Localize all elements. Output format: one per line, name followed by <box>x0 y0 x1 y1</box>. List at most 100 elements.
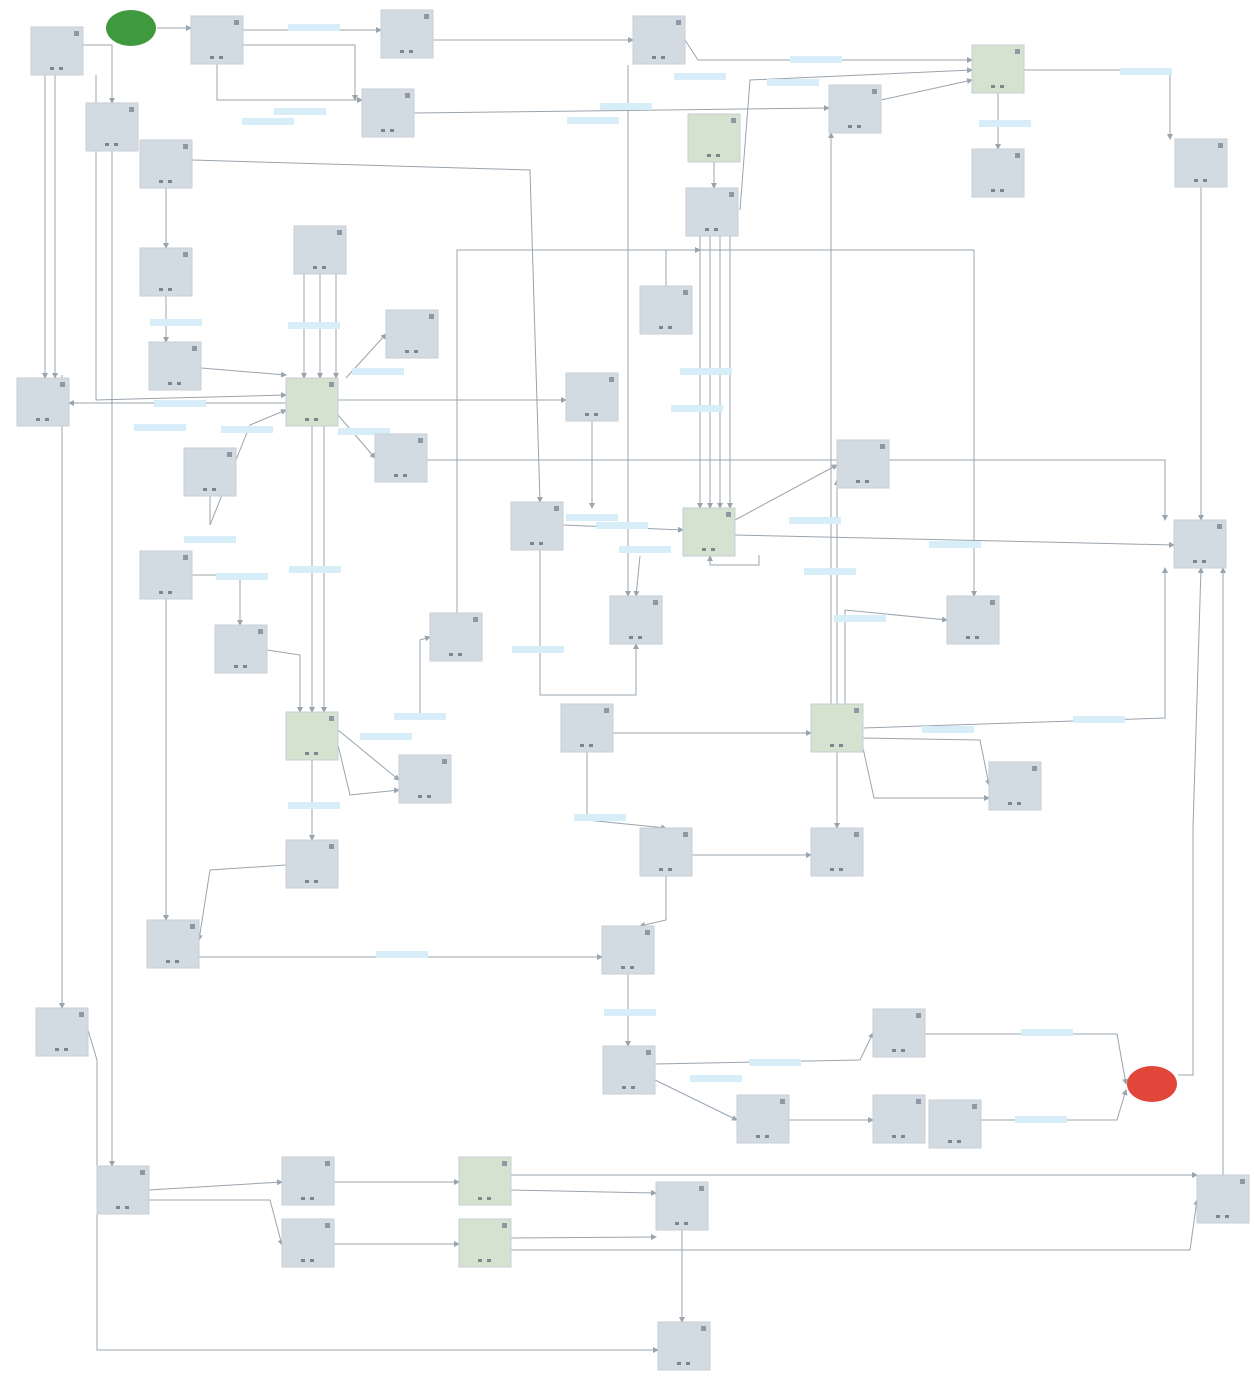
output-port-icon[interactable] <box>630 966 634 969</box>
output-port-icon[interactable] <box>59 67 63 70</box>
output-port-icon[interactable] <box>702 548 706 551</box>
output-port-icon[interactable] <box>159 288 163 291</box>
output-port-icon[interactable] <box>212 488 216 491</box>
task-node[interactable] <box>429 612 483 662</box>
output-port-icon[interactable] <box>675 1222 679 1225</box>
output-port-icon[interactable] <box>243 665 247 668</box>
task-node[interactable] <box>602 1045 656 1095</box>
output-port-icon[interactable] <box>125 1206 129 1209</box>
task-node[interactable] <box>146 919 200 969</box>
output-port-icon[interactable] <box>668 326 672 329</box>
output-port-icon[interactable] <box>668 868 672 871</box>
output-port-icon[interactable] <box>116 1206 120 1209</box>
output-port-icon[interactable] <box>301 1197 305 1200</box>
output-port-icon[interactable] <box>210 56 214 59</box>
output-port-icon[interactable] <box>305 418 309 421</box>
output-port-icon[interactable] <box>677 1362 681 1365</box>
output-port-icon[interactable] <box>652 56 656 59</box>
output-port-icon[interactable] <box>55 1048 59 1051</box>
output-port-icon[interactable] <box>322 266 326 269</box>
output-port-icon[interactable] <box>177 382 181 385</box>
output-port-icon[interactable] <box>409 50 413 53</box>
task-node[interactable] <box>139 247 193 297</box>
output-port-icon[interactable] <box>585 413 589 416</box>
output-port-icon[interactable] <box>756 1135 760 1138</box>
output-port-icon[interactable] <box>686 1362 690 1365</box>
output-port-icon[interactable] <box>589 744 593 747</box>
task-node[interactable] <box>971 148 1025 198</box>
task-node[interactable] <box>285 839 339 889</box>
output-port-icon[interactable] <box>892 1049 896 1052</box>
output-port-icon[interactable] <box>478 1197 482 1200</box>
task-node[interactable] <box>374 433 428 483</box>
output-port-icon[interactable] <box>856 480 860 483</box>
output-port-icon[interactable] <box>948 1140 952 1143</box>
output-port-icon[interactable] <box>631 1086 635 1089</box>
task-node[interactable] <box>293 225 347 275</box>
task-node[interactable] <box>609 595 663 645</box>
output-port-icon[interactable] <box>487 1259 491 1262</box>
output-port-icon[interactable] <box>714 228 718 231</box>
output-port-icon[interactable] <box>1017 802 1021 805</box>
task-node[interactable] <box>510 501 564 551</box>
output-port-icon[interactable] <box>305 752 309 755</box>
task-node[interactable] <box>148 341 202 391</box>
output-port-icon[interactable] <box>1225 1215 1229 1218</box>
output-port-icon[interactable] <box>301 1259 305 1262</box>
output-port-icon[interactable] <box>892 1135 896 1138</box>
output-port-icon[interactable] <box>381 129 385 132</box>
task-node[interactable] <box>565 372 619 422</box>
gateway-node[interactable] <box>285 377 339 427</box>
output-port-icon[interactable] <box>168 180 172 183</box>
output-port-icon[interactable] <box>857 125 861 128</box>
output-port-icon[interactable] <box>394 474 398 477</box>
output-port-icon[interactable] <box>414 350 418 353</box>
gateway-node[interactable] <box>458 1156 512 1206</box>
output-port-icon[interactable] <box>991 189 995 192</box>
output-port-icon[interactable] <box>1008 802 1012 805</box>
task-node[interactable] <box>946 595 1000 645</box>
task-node[interactable] <box>810 827 864 877</box>
output-port-icon[interactable] <box>621 966 625 969</box>
output-port-icon[interactable] <box>50 67 54 70</box>
output-port-icon[interactable] <box>168 382 172 385</box>
task-node[interactable] <box>601 925 655 975</box>
output-port-icon[interactable] <box>839 744 843 747</box>
output-port-icon[interactable] <box>839 868 843 871</box>
output-port-icon[interactable] <box>64 1048 68 1051</box>
task-node[interactable] <box>872 1094 926 1144</box>
output-port-icon[interactable] <box>310 1197 314 1200</box>
output-port-icon[interactable] <box>405 350 409 353</box>
output-port-icon[interactable] <box>975 636 979 639</box>
task-node[interactable] <box>685 187 739 237</box>
output-port-icon[interactable] <box>957 1140 961 1143</box>
task-node[interactable] <box>281 1156 335 1206</box>
task-node[interactable] <box>183 447 237 497</box>
output-port-icon[interactable] <box>705 228 709 231</box>
task-node[interactable] <box>190 15 244 65</box>
end-event[interactable] <box>1127 1066 1177 1102</box>
output-port-icon[interactable] <box>168 288 172 291</box>
output-port-icon[interactable] <box>314 418 318 421</box>
output-port-icon[interactable] <box>1000 85 1004 88</box>
task-node[interactable] <box>1196 1174 1250 1224</box>
output-port-icon[interactable] <box>684 1222 688 1225</box>
output-port-icon[interactable] <box>313 266 317 269</box>
output-port-icon[interactable] <box>530 542 534 545</box>
output-port-icon[interactable] <box>765 1135 769 1138</box>
output-port-icon[interactable] <box>1216 1215 1220 1218</box>
output-port-icon[interactable] <box>830 744 834 747</box>
output-port-icon[interactable] <box>707 154 711 157</box>
output-port-icon[interactable] <box>901 1135 905 1138</box>
output-port-icon[interactable] <box>638 636 642 639</box>
output-port-icon[interactable] <box>991 85 995 88</box>
output-port-icon[interactable] <box>159 180 163 183</box>
gateway-node[interactable] <box>687 113 741 163</box>
output-port-icon[interactable] <box>403 474 407 477</box>
output-port-icon[interactable] <box>659 868 663 871</box>
output-port-icon[interactable] <box>36 418 40 421</box>
output-port-icon[interactable] <box>830 868 834 871</box>
output-port-icon[interactable] <box>166 960 170 963</box>
output-port-icon[interactable] <box>716 154 720 157</box>
output-port-icon[interactable] <box>629 636 633 639</box>
